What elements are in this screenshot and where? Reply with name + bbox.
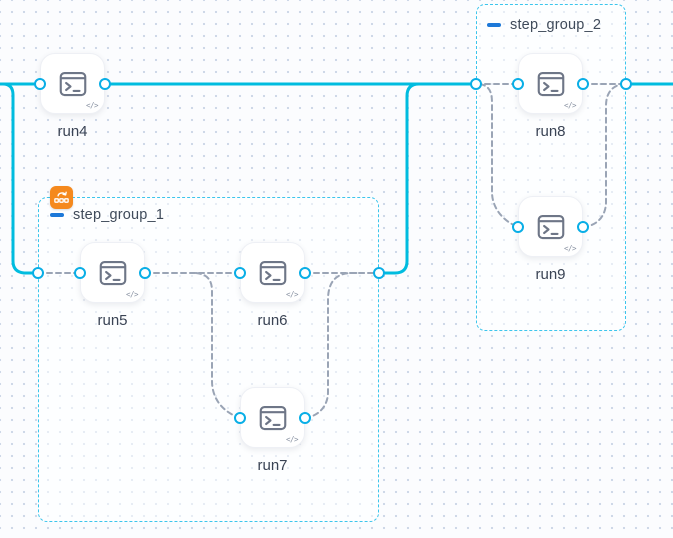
port-step-group-1-in[interactable] [32, 267, 44, 279]
port-run7-in[interactable] [234, 412, 246, 424]
port-step-group-1-out[interactable] [373, 267, 385, 279]
node-card[interactable]: </> [518, 196, 583, 257]
port-run4-out[interactable] [99, 78, 111, 90]
edge-entry-to-step-group-1 [1, 82, 40, 275]
node-card[interactable]: </> [240, 387, 305, 448]
terminal-icon [259, 405, 286, 430]
terminal-icon [259, 260, 286, 285]
port-run9-in[interactable] [512, 221, 524, 233]
port-run7-out[interactable] [299, 412, 311, 424]
loop-badge-glyph [54, 191, 69, 203]
group-title: step_group_1 [73, 207, 165, 223]
code-icon: </> [85, 101, 99, 110]
port-step-group-2-in[interactable] [470, 78, 482, 90]
collapse-minus-icon[interactable] [50, 213, 64, 217]
code-icon: </> [125, 290, 139, 299]
collapse-minus-icon[interactable] [487, 23, 501, 27]
port-run8-in[interactable] [512, 78, 524, 90]
port-run9-out[interactable] [577, 221, 589, 233]
node-label: run9 [535, 266, 566, 283]
node-card[interactable]: </> [80, 242, 145, 303]
task-node-run5[interactable]: </> run5 [80, 242, 145, 329]
port-run5-in[interactable] [74, 267, 86, 279]
node-card[interactable]: </> [518, 53, 583, 114]
edge-step-group-1-to-main [377, 82, 421, 275]
terminal-icon [99, 260, 126, 285]
task-node-run6[interactable]: </> run6 [240, 242, 305, 329]
task-node-run4[interactable]: </> run4 [40, 53, 105, 140]
port-run8-out[interactable] [577, 78, 589, 90]
code-icon: </> [563, 244, 577, 253]
terminal-icon [59, 71, 86, 96]
group-title: step_group_2 [510, 17, 602, 33]
task-node-run7[interactable]: </> run7 [240, 387, 305, 474]
port-run4-in[interactable] [34, 78, 46, 90]
loop-badge-icon [50, 186, 73, 209]
terminal-icon [537, 214, 564, 239]
port-run5-out[interactable] [139, 267, 151, 279]
node-card[interactable]: </> [40, 53, 105, 114]
node-label: run5 [97, 312, 128, 329]
code-icon: </> [285, 435, 299, 444]
group-header-step-group-2: step_group_2 [487, 16, 601, 34]
group-header-step-group-1: step_group_1 [50, 206, 164, 224]
port-run6-in[interactable] [234, 267, 246, 279]
node-label: run6 [257, 312, 288, 329]
node-label: run8 [535, 123, 566, 140]
code-icon: </> [285, 290, 299, 299]
code-icon: </> [563, 101, 577, 110]
node-label: run7 [257, 457, 288, 474]
port-run6-out[interactable] [299, 267, 311, 279]
port-step-group-2-out[interactable] [620, 78, 632, 90]
task-node-run8[interactable]: </> run8 [518, 53, 583, 140]
node-label: run4 [57, 123, 88, 140]
task-node-run9[interactable]: </> run9 [518, 196, 583, 283]
node-card[interactable]: </> [240, 242, 305, 303]
terminal-icon [537, 71, 564, 96]
